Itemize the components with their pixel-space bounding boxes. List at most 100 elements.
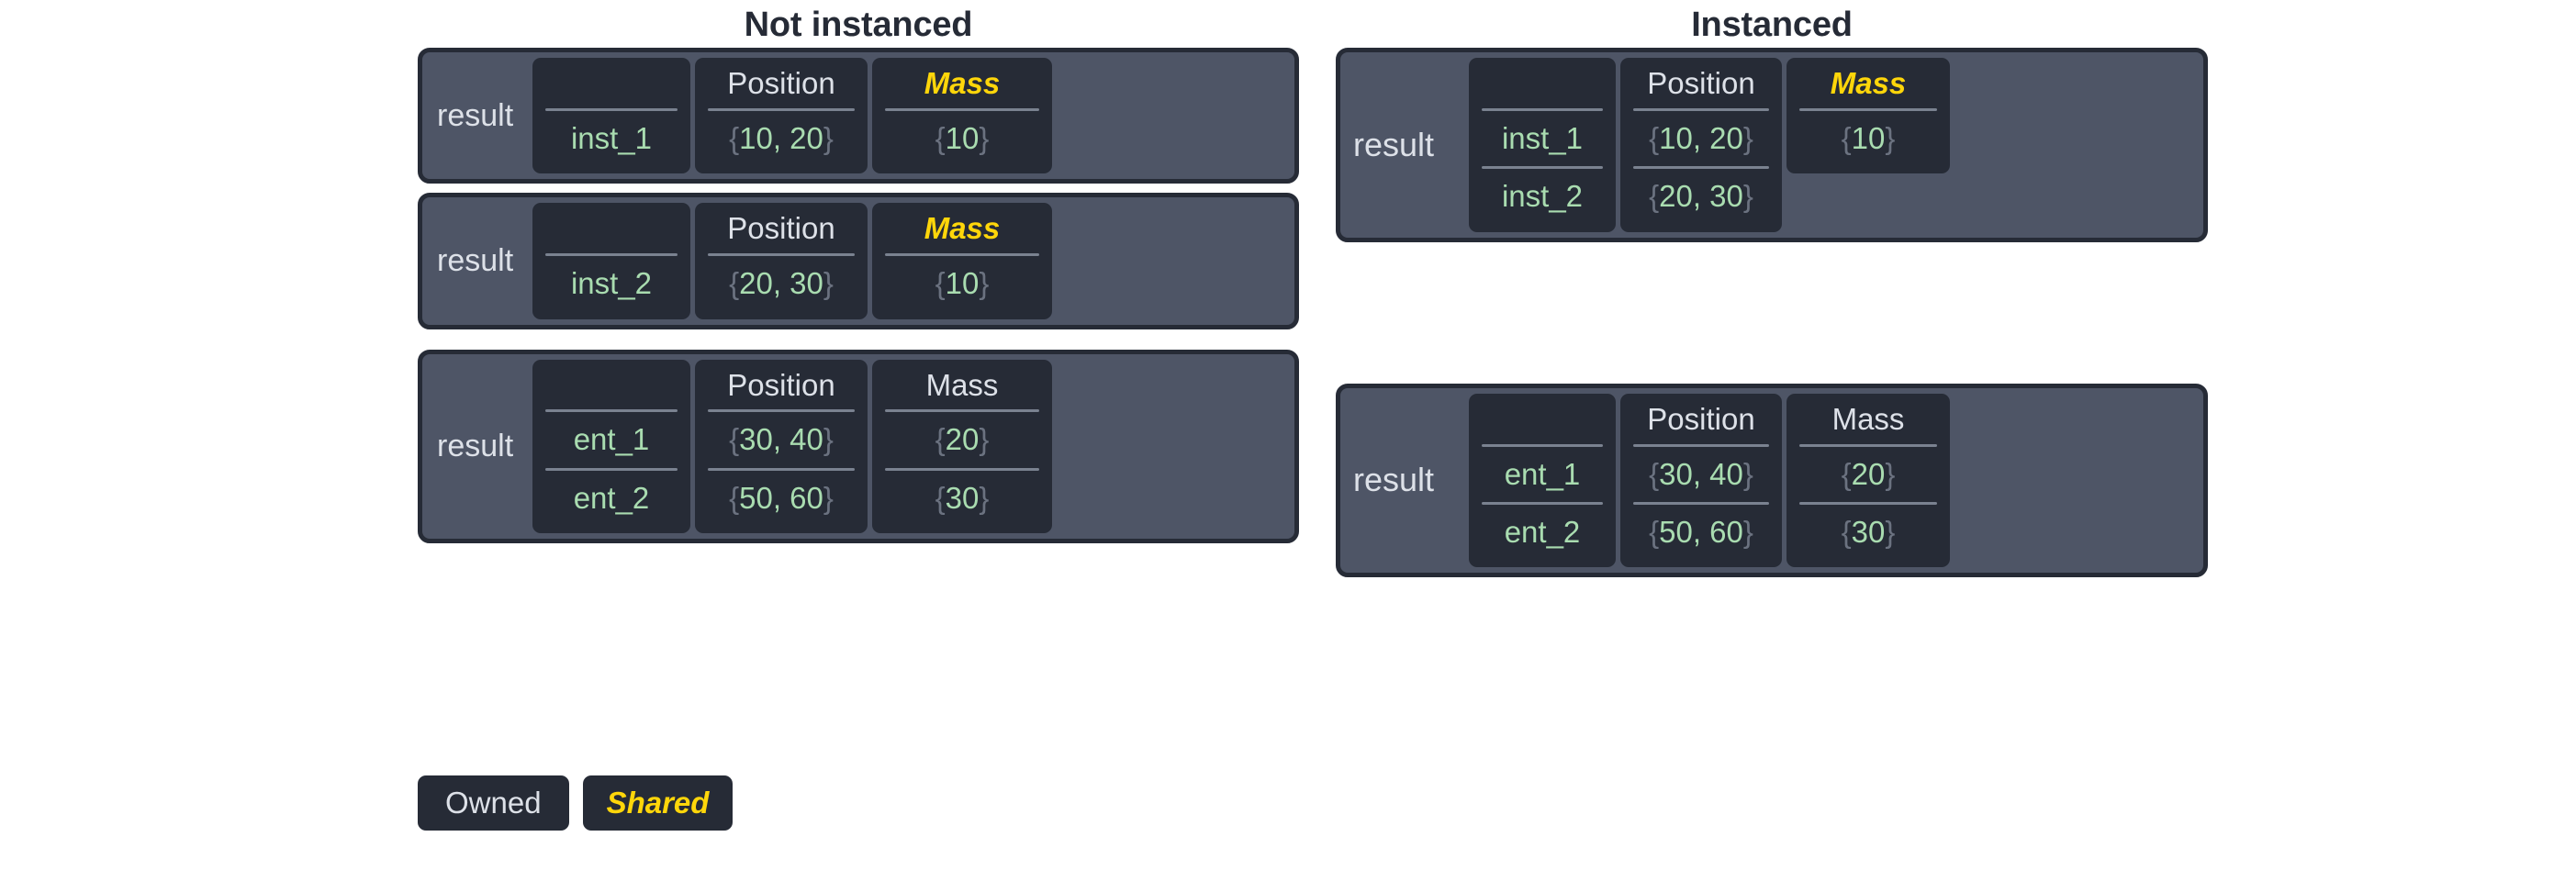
block-gap [1336, 284, 2208, 296]
block-gap [1336, 273, 2208, 284]
column-card-mass: Mass {10} [872, 203, 1052, 319]
cell-position: {10, 20} [1649, 120, 1753, 155]
block-gap [1336, 351, 2208, 362]
column-card-position: Position {10, 20} [695, 58, 868, 174]
legend: Owned Shared [418, 775, 734, 831]
cell-position: {20, 30} [1649, 179, 1753, 214]
table-area: inst_2 Position {20, 30} Mass {10} [532, 197, 1294, 324]
block-gap [1336, 329, 2208, 340]
header-separator [885, 107, 1039, 111]
column-not-instanced: Not instanced result inst_1 Position {10… [418, 0, 1299, 552]
cell-name: ent_2 [573, 480, 650, 515]
column-header-mass: Mass [1831, 401, 1905, 436]
column-card-mass: Mass {20} {30} [1786, 393, 1950, 568]
column-header-position: Position [727, 66, 835, 100]
cell-position: {30, 40} [1649, 456, 1753, 491]
column-header-position: Position [1647, 66, 1755, 100]
cell-mass: {20} [1841, 456, 1896, 491]
header-separator [1799, 443, 1937, 447]
header-separator [708, 253, 855, 257]
result-label: result [437, 428, 514, 463]
cell-mass: {30} [935, 480, 990, 515]
column-header-mass: Mass [925, 367, 999, 402]
table-area: inst_1 Position {10, 20} Mass {10} [532, 52, 1294, 179]
result-block: result inst_1 inst_2 Position {10, 20} {… [1336, 48, 2208, 242]
header-separator [1482, 443, 1603, 447]
header-separator [708, 409, 855, 413]
cell-mass: {10} [935, 120, 990, 155]
column-header-name [545, 63, 678, 106]
column-card-mass: Mass {10} [872, 58, 1052, 174]
column-header-position: Position [1647, 401, 1755, 436]
cell-mass: {30} [1841, 514, 1896, 549]
column-card-name: inst_1 inst_2 [1469, 58, 1616, 232]
result-block: result ent_1 ent_2 Position {30, 40} {50… [1336, 383, 2208, 578]
column-instanced: Instanced result inst_1 inst_2 Position … [1336, 0, 2208, 586]
header-separator [1799, 107, 1937, 111]
cell-position: {20, 30} [729, 266, 834, 301]
column-card-mass-shared: Mass {10} [1786, 58, 1950, 174]
result-label: result [1353, 125, 1435, 163]
table-area: ent_1 ent_2 Position {30, 40} {50, 60} M… [532, 354, 1294, 540]
result-label: result [1353, 461, 1435, 499]
header-separator [885, 409, 1039, 413]
row-separator [1482, 501, 1603, 505]
cell-position: {50, 60} [729, 480, 834, 515]
column-card-name: ent_1 ent_2 [532, 359, 690, 534]
block-gap [1336, 296, 2208, 307]
legend-chip-shared: Shared [582, 775, 734, 831]
cell-name: inst_1 [1501, 120, 1584, 155]
column-card-name: inst_2 [532, 203, 690, 319]
row-separator [1482, 166, 1603, 170]
block-gap [418, 339, 1299, 350]
column-card-name: ent_1 ent_2 [1469, 393, 1616, 568]
row-separator [1799, 501, 1937, 505]
block-gap [1336, 340, 2208, 351]
legend-chip-owned: Owned [418, 775, 569, 831]
column-header-name [545, 365, 678, 408]
column-card-position: Position {30, 40} {50, 60} [1620, 393, 1782, 568]
result-block: result inst_2 Position {20, 30} Mass {10… [418, 193, 1299, 329]
header-separator [545, 107, 678, 111]
block-gap [1336, 307, 2208, 318]
block-gap [1336, 362, 2208, 373]
column-header-mass: Mass [1830, 66, 1907, 100]
column-card-position: Position {10, 20} {20, 30} [1620, 58, 1782, 232]
column-header-mass: Mass [924, 66, 1001, 100]
column-card-position: Position {30, 40} {50, 60} [695, 359, 868, 534]
table-area: inst_1 inst_2 Position {10, 20} {20, 30}… [1469, 52, 2203, 238]
result-block: result ent_1 ent_2 Position {30, 40} {50… [418, 349, 1299, 544]
block-gap [1336, 251, 2208, 262]
column-card-mass: Mass {20} {30} [872, 359, 1052, 534]
cell-name: inst_1 [570, 120, 653, 155]
column-title-instanced: Instanced [1691, 6, 1853, 44]
result-block: result inst_1 Position {10, 20} Mass {10… [418, 48, 1299, 184]
column-header-name [1482, 399, 1603, 442]
header-separator [1633, 107, 1769, 111]
column-header-mass: Mass [924, 211, 1001, 246]
cell-position: {50, 60} [1649, 514, 1753, 549]
cell-name: inst_2 [1501, 179, 1584, 214]
cell-mass: {10} [935, 266, 990, 301]
result-label: result [437, 97, 514, 133]
row-separator [885, 467, 1039, 471]
header-separator [708, 107, 855, 111]
column-header-name [1482, 63, 1603, 106]
cell-position: {10, 20} [729, 120, 834, 155]
column-card-position: Position {20, 30} [695, 203, 868, 319]
row-separator [1633, 501, 1769, 505]
header-separator [545, 409, 678, 413]
table-area: ent_1 ent_2 Position {30, 40} {50, 60} M… [1469, 388, 2203, 574]
cell-mass: {20} [935, 422, 990, 457]
result-label: result [437, 242, 514, 278]
column-card-name: inst_1 [532, 58, 690, 174]
cell-name: ent_1 [573, 422, 650, 457]
cell-name: inst_2 [570, 266, 653, 301]
header-separator [1633, 443, 1769, 447]
cell-name: ent_1 [1504, 456, 1581, 491]
column-header-position: Position [727, 367, 835, 402]
cell-name: ent_2 [1504, 514, 1581, 549]
column-header-name [545, 208, 678, 251]
block-gap [1336, 262, 2208, 273]
